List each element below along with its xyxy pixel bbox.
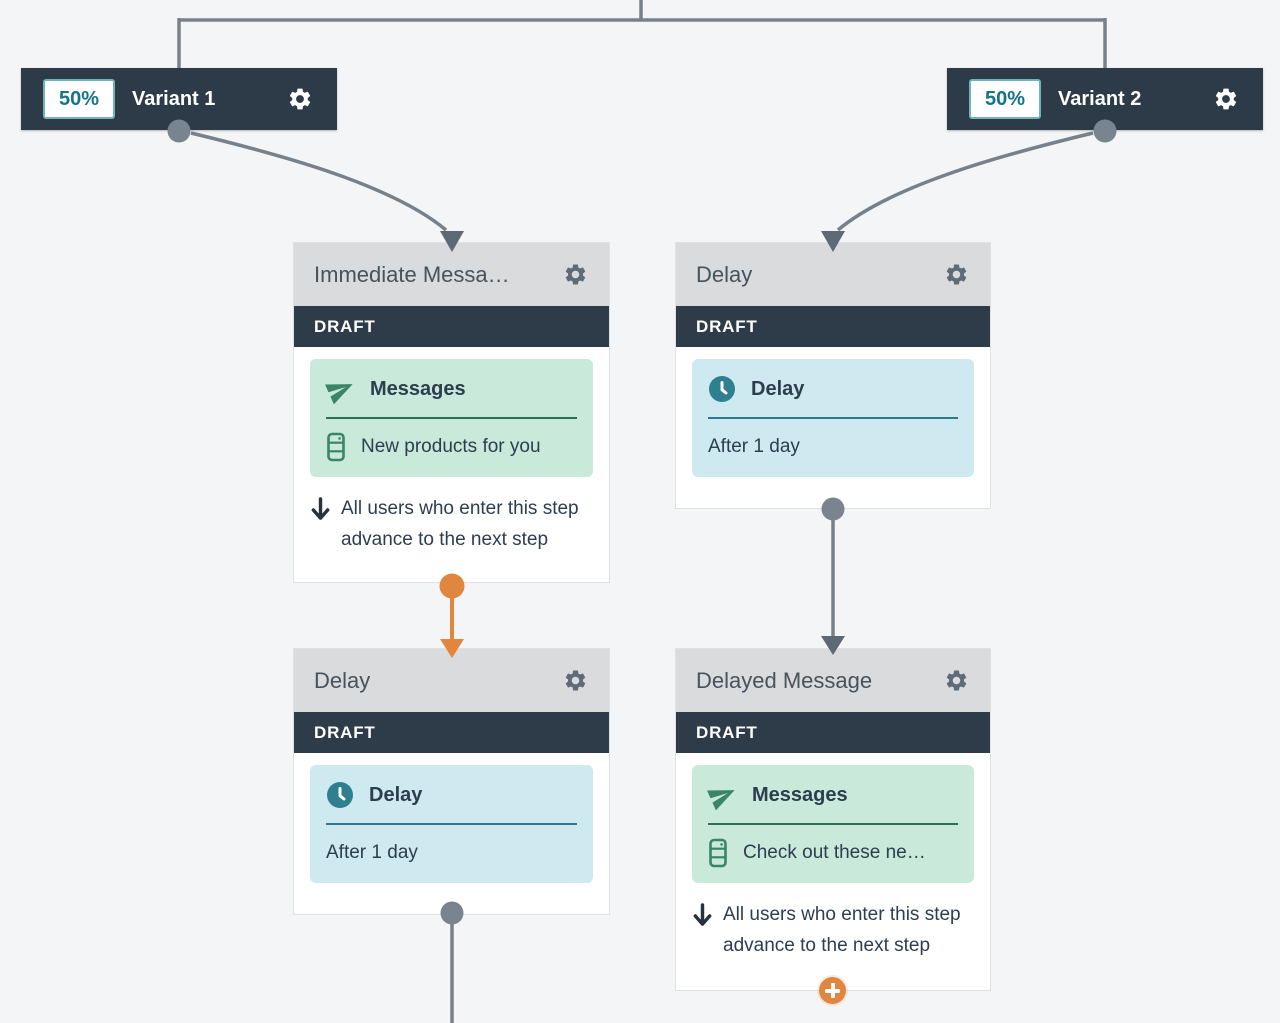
card-settings-button[interactable] <box>563 262 589 288</box>
delay-block[interactable]: Delay After 1 day <box>310 765 593 883</box>
status-badge: DRAFT <box>294 712 609 753</box>
advance-note: All users who enter this step advance to… <box>310 493 593 555</box>
card-title: Immediate Messa… <box>314 261 510 287</box>
card-header: Delayed Message <box>676 649 990 712</box>
gear-icon <box>946 264 967 284</box>
variant-1-percent-box[interactable]: 50% <box>43 79 115 119</box>
clock-icon <box>708 375 736 403</box>
variant-1-percent: 50% <box>58 87 100 110</box>
card-settings-button[interactable] <box>563 668 589 694</box>
block-detail: New products for you <box>361 436 541 457</box>
step-card-immediate-message[interactable]: Immediate Messa… DRAFT Messages <box>293 242 610 583</box>
connector-curve-variant2 <box>836 131 1094 232</box>
card-settings-button[interactable] <box>944 668 970 694</box>
card-settings-button[interactable] <box>944 262 970 288</box>
down-arrow-icon <box>310 497 331 555</box>
variant-2-label: Variant 2 <box>1058 87 1142 110</box>
card-title: Delay <box>696 261 753 287</box>
card-title: Delay <box>314 667 371 693</box>
step-card-delay-right[interactable]: Delay DRAFT Delay After 1 day <box>675 242 991 509</box>
card-header: Delay <box>294 649 609 712</box>
card-body: Messages Check out these ne… All users w… <box>676 753 990 961</box>
advance-note: All users who enter this step advance to… <box>692 899 974 961</box>
paper-plane-icon <box>707 781 737 810</box>
variant-2-settings-button[interactable] <box>1213 86 1239 112</box>
block-heading: Delay <box>751 377 805 400</box>
status-badge: DRAFT <box>294 306 609 347</box>
variant-1-label: Variant 1 <box>132 87 216 110</box>
card-body: Messages New products for you All users … <box>294 347 609 555</box>
block-heading: Delay <box>369 783 423 806</box>
delay-block[interactable]: Delay After 1 day <box>692 359 974 477</box>
card-header: Delay <box>676 243 990 306</box>
mobile-message-icon <box>326 432 346 462</box>
block-divider <box>708 417 958 419</box>
card-body: Delay After 1 day <box>294 753 609 883</box>
block-detail: After 1 day <box>326 842 418 863</box>
connector-curve-variant1 <box>190 131 448 232</box>
down-arrow-icon <box>692 903 713 961</box>
paper-plane-icon <box>325 375 355 404</box>
messages-block[interactable]: Messages New products for you <box>310 359 593 477</box>
block-detail: After 1 day <box>708 436 800 457</box>
card-header: Immediate Messa… <box>294 243 609 306</box>
mobile-message-icon <box>708 838 728 868</box>
block-divider <box>326 823 577 825</box>
advance-note-text: All users who enter this step advance to… <box>723 904 961 956</box>
variant-2-percent-box[interactable]: 50% <box>969 79 1041 119</box>
status-badge: DRAFT <box>676 712 990 753</box>
block-heading: Messages <box>752 783 848 806</box>
variant-1-node[interactable]: 50% Variant 1 <box>21 68 337 130</box>
card-title: Delayed Message <box>696 667 873 693</box>
advance-note-text: All users who enter this step advance to… <box>341 498 579 550</box>
gear-icon <box>946 670 967 690</box>
gear-icon <box>289 88 311 110</box>
gear-icon <box>1215 88 1237 110</box>
block-detail: Check out these ne… <box>743 842 926 863</box>
block-heading: Messages <box>370 377 466 400</box>
variant-2-node[interactable]: 50% Variant 2 <box>947 68 1263 130</box>
gear-icon <box>565 264 586 284</box>
step-card-delayed-message[interactable]: Delayed Message DRAFT Messages <box>675 648 991 991</box>
status-badge: DRAFT <box>676 306 990 347</box>
block-divider <box>326 417 577 419</box>
step-card-delay-left[interactable]: Delay DRAFT Delay After 1 day <box>293 648 610 915</box>
variant-1-settings-button[interactable] <box>287 86 313 112</box>
card-body: Delay After 1 day <box>676 347 990 477</box>
gear-icon <box>565 670 586 690</box>
variant-2-percent: 50% <box>984 87 1026 110</box>
clock-icon <box>326 781 354 809</box>
add-step-icon <box>831 983 835 998</box>
block-divider <box>708 823 958 825</box>
add-step-button[interactable] <box>819 977 846 1004</box>
messages-block[interactable]: Messages Check out these ne… <box>692 765 974 883</box>
